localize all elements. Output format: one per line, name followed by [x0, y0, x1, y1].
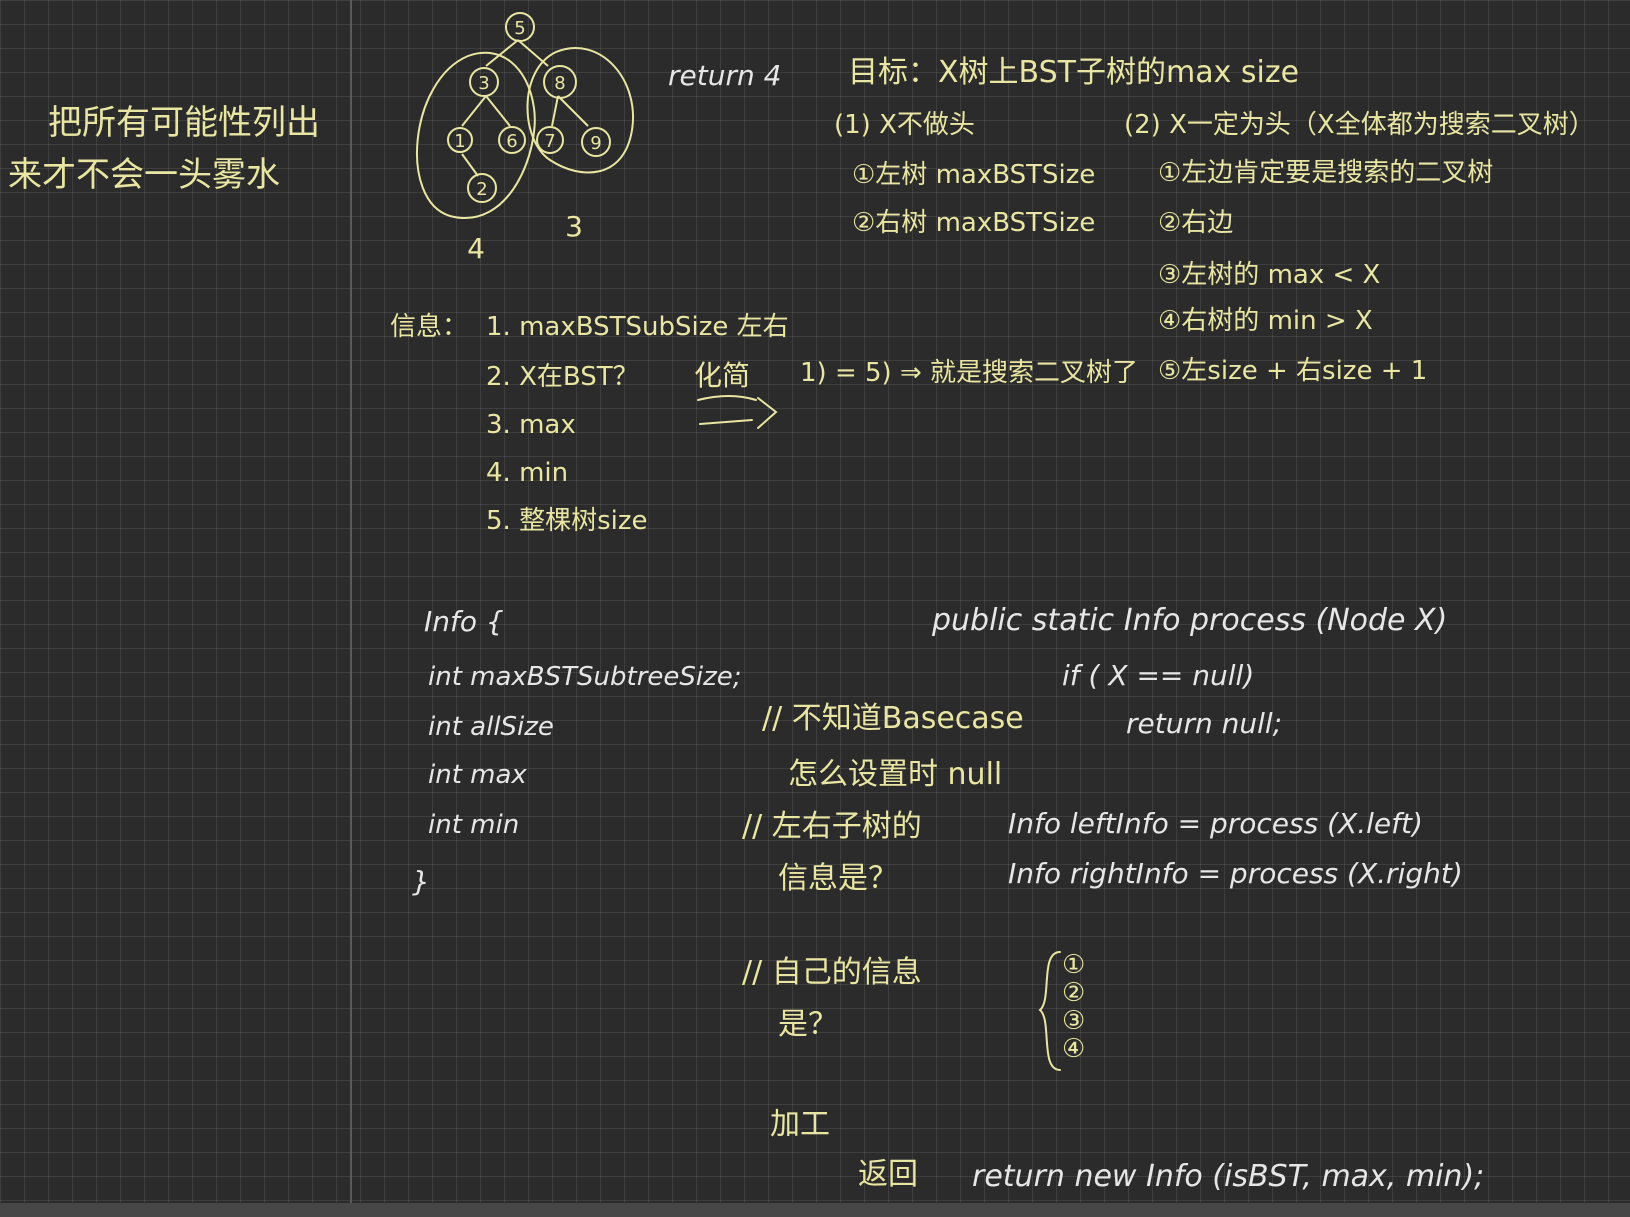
tree-edge: [485, 39, 519, 67]
case2-item4: ④右树的 min > X: [1158, 306, 1373, 336]
comment-return: 返回: [858, 1157, 918, 1192]
comment-self-line1: // 自己的信息: [742, 955, 922, 990]
tree-edge: [557, 95, 589, 127]
left-note-line1: 把所有可能性列出: [48, 103, 320, 143]
brace-item-1: ①: [1062, 950, 1086, 980]
info-class-field-allsize: int allSize: [428, 712, 554, 742]
tree-node: [447, 127, 473, 153]
brace-item-2: ②: [1062, 978, 1086, 1008]
right-subtree-loop: [526, 47, 635, 174]
tree-node: [467, 173, 497, 203]
left-subtree-loop: [415, 51, 536, 219]
case2-item1: ①左边肯定要是搜索的二叉树: [1158, 158, 1494, 188]
comment-subtree-line1: // 左右子树的: [742, 809, 922, 844]
comment-basecase-line1: // 不知道Basecase: [762, 701, 1024, 736]
tree-node-label: 9: [590, 133, 601, 154]
code-right-info: Info rightInfo = process (X.right): [1008, 857, 1463, 890]
tree-node-label: 5: [514, 18, 525, 39]
info-class-open: Info {: [424, 605, 504, 638]
tree-node: [469, 67, 499, 97]
info-list-item3: 3. max: [486, 410, 576, 440]
tree-node: [581, 127, 611, 157]
info-class-close: }: [412, 865, 430, 898]
brace-item-4: ④: [1062, 1034, 1086, 1064]
info-class-field-maxbst: int maxBSTSubtreeSize;: [428, 662, 742, 692]
info-list-item1: 1. maxBSTSubSize 左右: [486, 312, 789, 342]
tree-node: [536, 126, 564, 154]
info-list-item2: 2. X在BST？: [486, 362, 639, 392]
tree-node-root: [505, 12, 535, 42]
simplify-label: 化简: [694, 359, 751, 392]
simplify-note: 1) = 5) ⇒ 就是搜索二叉树了: [800, 358, 1139, 388]
arrow-head-icon: [757, 397, 778, 429]
tree-diagram: 5 3 1 6 2 8 7 9 4 3: [415, 12, 635, 265]
info-class-field-min: int min: [428, 810, 520, 840]
info-list-label: 信息：: [390, 312, 469, 342]
case2-item3: ③左树的 max < X: [1158, 260, 1381, 290]
tree-node-label: 7: [544, 131, 555, 152]
comment-process: 加工: [770, 1107, 830, 1142]
case2-item2: ②右边: [1158, 208, 1234, 238]
case2-item5: ⑤左size + 右size + 1: [1158, 356, 1428, 386]
tree-node: [543, 65, 577, 99]
brace-item-3: ③: [1062, 1006, 1086, 1036]
brace-icon: [1038, 951, 1061, 1071]
left-note-line2: 来才不会一头雾水: [8, 155, 280, 195]
code-if-null: if ( X == null): [1062, 659, 1255, 692]
bottom-bar: [0, 1203, 1630, 1217]
tree-node-label: 8: [554, 73, 565, 94]
tree-node-label: 3: [478, 73, 489, 94]
right-subtree-count: 3: [565, 210, 583, 243]
left-subtree-count: 4: [467, 232, 485, 265]
info-class-field-max: int max: [428, 760, 527, 790]
code-return-null: return null;: [1126, 707, 1283, 740]
simplify-underline: [697, 395, 757, 401]
case2-title: (2) X一定为头（X全体都为搜索二叉树）: [1124, 110, 1595, 140]
notebook-margin-line: [350, 0, 352, 1217]
tree-node: [498, 126, 526, 154]
tree-node-label: 6: [506, 131, 517, 152]
tree-edge: [461, 95, 487, 127]
return-label: return 4: [668, 59, 782, 92]
info-list-item5: 5. 整棵树size: [486, 506, 648, 536]
case1-title: (1) X不做头: [834, 110, 975, 140]
case1-item1: ①左树 maxBSTSize: [852, 160, 1096, 190]
code-left-info: Info leftInfo = process (X.left): [1008, 807, 1423, 840]
tree-node-label: 1: [454, 131, 465, 152]
arrow-icon: [699, 419, 753, 425]
goal-heading: 目标：X树上BST子树的max size: [848, 55, 1300, 90]
comment-self-line2: 是？: [778, 1007, 838, 1042]
code-return-info: return new Info (isBST, max, min);: [972, 1159, 1485, 1194]
code-signature: public static Info process (Node X): [932, 603, 1448, 638]
comment-basecase-line2: 怎么设置时 null: [788, 757, 1003, 792]
tree-node-label: 2: [476, 179, 487, 200]
info-list-item4: 4. min: [486, 458, 569, 488]
case1-item2: ②右树 maxBSTSize: [852, 208, 1096, 238]
comment-subtree-line2: 信息是？: [778, 861, 898, 896]
tree-edge: [485, 95, 511, 127]
tree-edge: [461, 153, 479, 177]
tree-edge: [551, 95, 559, 127]
